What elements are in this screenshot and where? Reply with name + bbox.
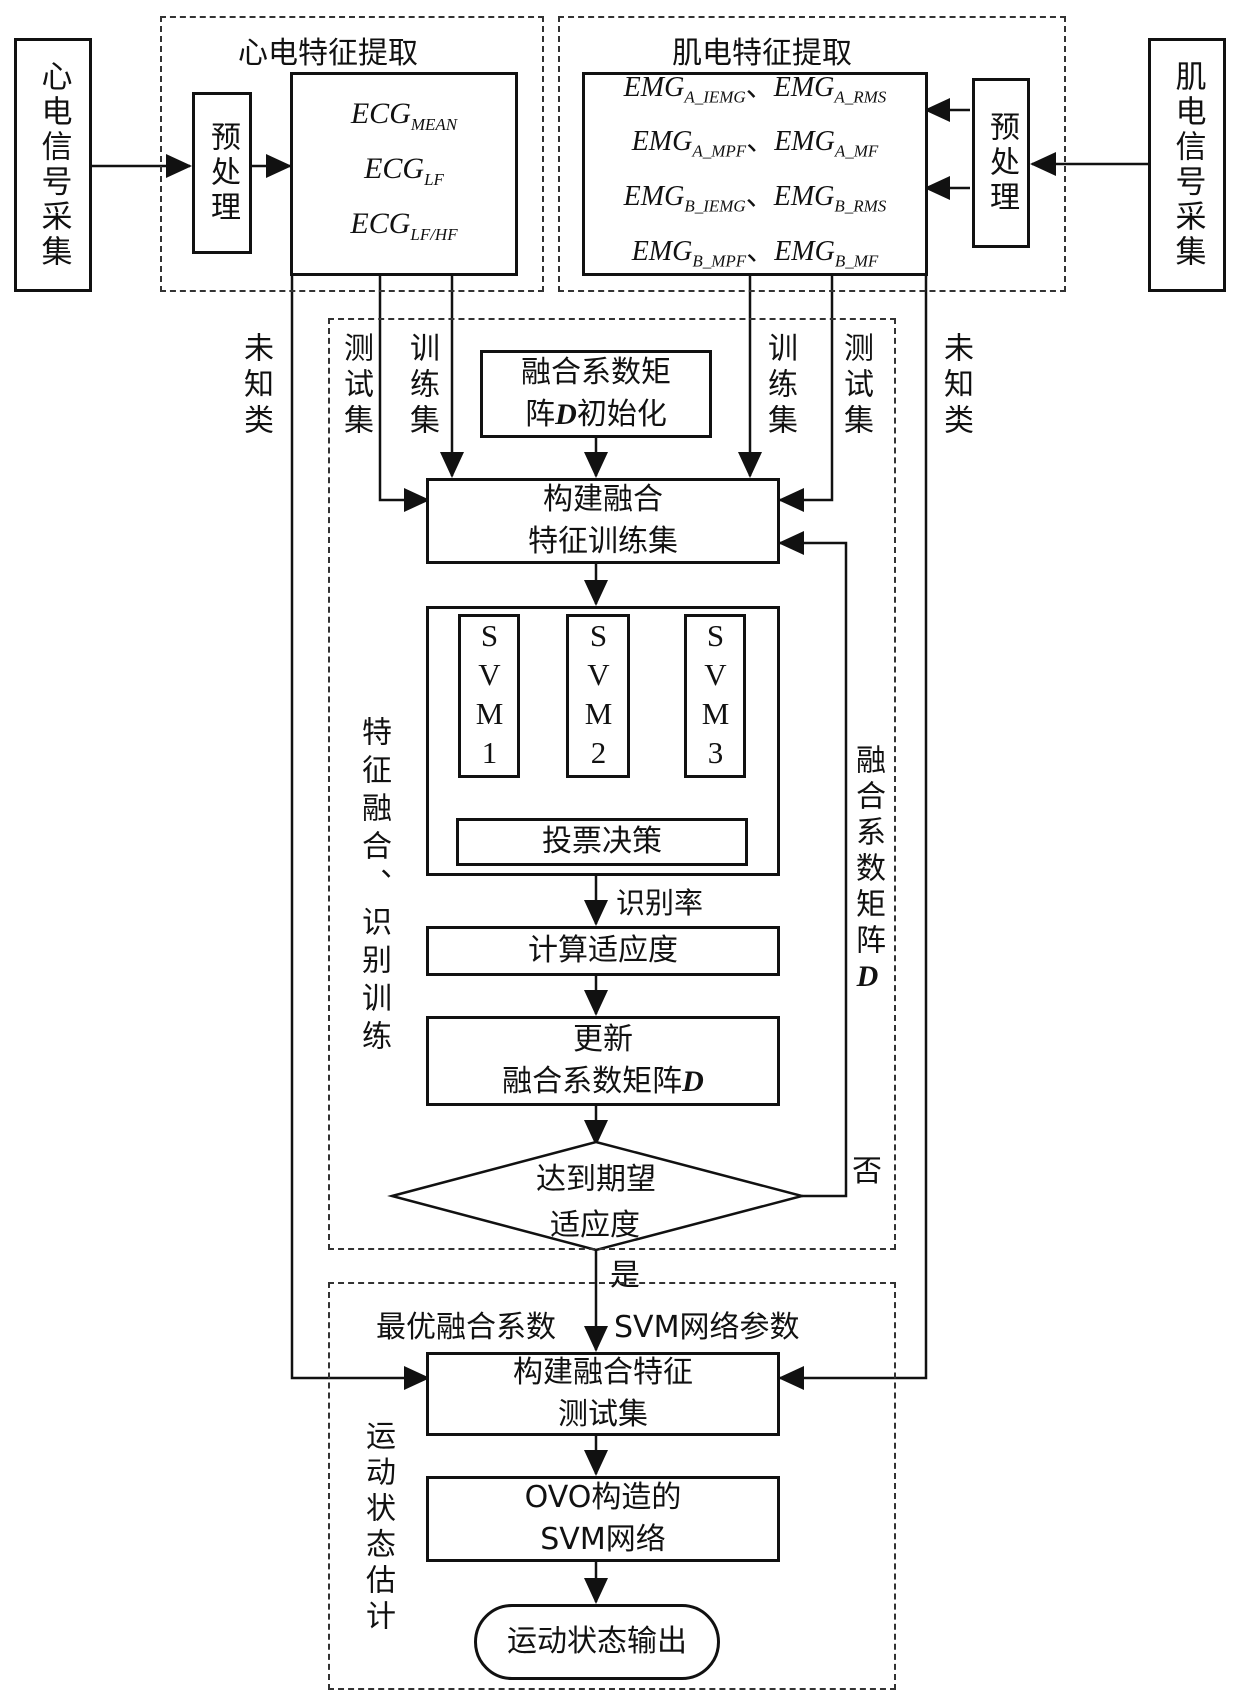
ovo-line-2: SVM网络 bbox=[540, 1519, 665, 1561]
build-train-line-1: 构建融合 bbox=[543, 479, 663, 521]
emg-features-box: EMGA_IEMG、EMGA_RMS EMGA_MPF、EMGA_MF EMGB… bbox=[582, 72, 928, 276]
build-test-line-1: 构建融合特征 bbox=[513, 1352, 693, 1394]
estimation-section-label: 运动状态估计 bbox=[362, 1420, 392, 1636]
update-line-2: 融合系数矩阵D bbox=[502, 1061, 704, 1103]
init-line-1: 融合系数矩 bbox=[521, 352, 671, 394]
init-line-2: 阵D初始化 bbox=[525, 394, 667, 436]
no-label: 否 bbox=[852, 1146, 882, 1190]
emg-preprocess-box: 预处理 bbox=[972, 78, 1030, 248]
fitness-box: 计算适应度 bbox=[426, 926, 780, 976]
build-test-line-2: 测试集 bbox=[558, 1394, 648, 1436]
svm-params-label: SVM网络参数 bbox=[614, 1302, 799, 1346]
update-matrix-box: 更新 融合系数矩阵D bbox=[426, 1016, 780, 1106]
ecg-feature-mean: ECGMEAN bbox=[351, 92, 457, 147]
emg-feature-row-4: EMGB_MPF、EMGB_MF bbox=[632, 229, 879, 284]
ecg-feature-lfhf: ECGLF/HF bbox=[350, 202, 457, 257]
emg-signal-acquisition-box: 肌电信号采集 bbox=[1148, 38, 1226, 292]
recognition-rate-label: 识别率 bbox=[616, 880, 703, 922]
fitness-label: 计算适应度 bbox=[528, 930, 678, 972]
optimal-coeff-label: 最优融合系数 bbox=[376, 1302, 556, 1346]
training-section-label: 特征融合、识别训练 bbox=[358, 716, 388, 1058]
feedback-label: 融合系数矩阵D bbox=[852, 744, 882, 999]
ecg-feature-lf: ECGLF bbox=[364, 147, 444, 202]
svm-3-box: SVM3 bbox=[684, 614, 746, 778]
svm-1-box: SVM1 bbox=[458, 614, 520, 778]
decision-line-1: 达到期望 bbox=[536, 1154, 656, 1198]
svm-1-label: SVM1 bbox=[470, 618, 508, 774]
emg-signal-acquisition-label: 肌电信号采集 bbox=[1172, 60, 1203, 270]
ovo-svm-network-box: OVO构造的 SVM网络 bbox=[426, 1476, 780, 1562]
decision-line-2: 适应度 bbox=[550, 1200, 640, 1244]
emg-unknown-class-label: 未知类 bbox=[940, 332, 970, 440]
emg-preprocess-label: 预处理 bbox=[986, 111, 1016, 216]
ovo-line-1: OVO构造的 bbox=[525, 1477, 682, 1519]
build-test-set-box: 构建融合特征 测试集 bbox=[426, 1352, 780, 1436]
build-train-set-box: 构建融合 特征训练集 bbox=[426, 478, 780, 564]
vote-decision-label: 投票决策 bbox=[542, 821, 662, 863]
emg-feature-row-2: EMGA_MPF、EMGA_MF bbox=[632, 119, 879, 174]
ecg-preprocess-box: 预处理 bbox=[192, 92, 252, 254]
vote-decision-box: 投票决策 bbox=[456, 818, 748, 866]
svm-2-box: SVM2 bbox=[566, 614, 630, 778]
ecg-signal-acquisition-label: 心电信号采集 bbox=[38, 60, 69, 270]
emg-feature-row-3: EMGB_IEMG、EMGB_RMS bbox=[624, 174, 887, 229]
motion-state-output-label: 运动状态输出 bbox=[507, 1621, 687, 1663]
ecg-group-title: 心电特征提取 bbox=[238, 28, 418, 72]
ecg-preprocess-label: 预处理 bbox=[207, 121, 237, 226]
ecg-unknown-class-label: 未知类 bbox=[240, 332, 270, 440]
build-train-line-2: 特征训练集 bbox=[528, 521, 678, 563]
init-matrix-box: 融合系数矩 阵D初始化 bbox=[480, 350, 712, 438]
svm-2-label: SVM2 bbox=[579, 618, 617, 774]
update-line-1: 更新 bbox=[573, 1019, 633, 1061]
emg-feature-row-1: EMGA_IEMG、EMGA_RMS bbox=[624, 65, 887, 120]
ecg-signal-acquisition-box: 心电信号采集 bbox=[14, 38, 92, 292]
motion-state-output-terminal: 运动状态输出 bbox=[474, 1604, 720, 1680]
svm-3-label: SVM3 bbox=[696, 618, 734, 774]
ecg-features-box: ECGMEAN ECGLF ECGLF/HF bbox=[290, 72, 518, 276]
